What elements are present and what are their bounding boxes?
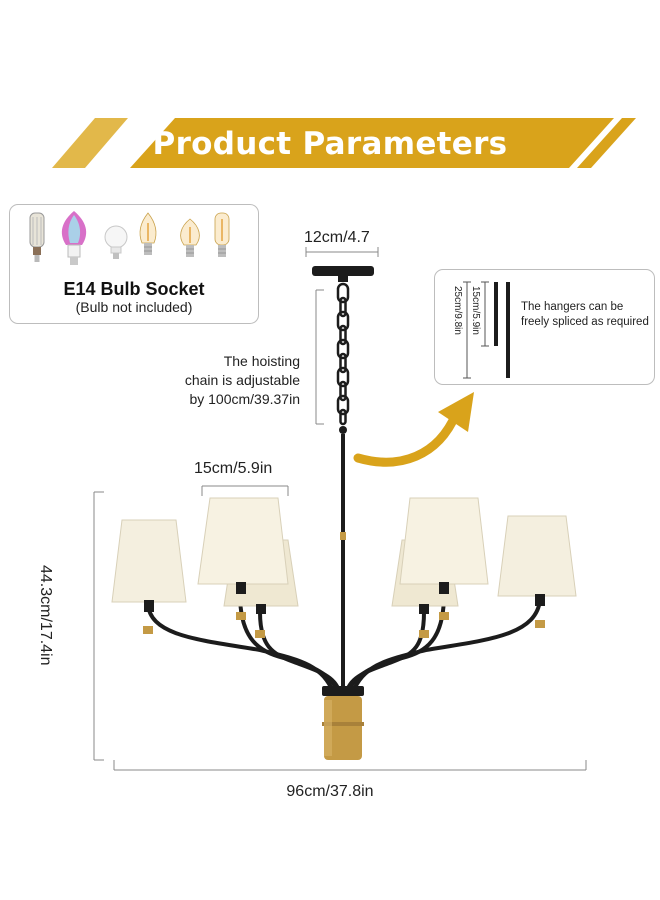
corn-led-bulb-icon xyxy=(29,212,45,262)
filament-candle-bulb-icon xyxy=(139,212,157,255)
long-hanger-rod xyxy=(506,282,510,378)
chain-adjustable-note: The hoisting chain is adjustable by 100c… xyxy=(150,352,300,409)
canopy-width-label: 12cm/4.7 xyxy=(304,229,370,246)
banner-title: Product Parameters xyxy=(152,126,508,162)
short-hanger-rod xyxy=(494,282,498,346)
chain-note-line-2: chain is adjustable xyxy=(184,372,300,388)
shade-width-dimension xyxy=(201,485,289,496)
front-lamp-shades xyxy=(111,497,577,603)
hanger-splice-note: The hangers can be freely spliced as req… xyxy=(521,301,649,328)
tubular-filament-bulb-icon xyxy=(214,212,230,257)
bulb-not-included-note: (Bulb not included) xyxy=(75,299,193,315)
width-label: 96cm/37.8in xyxy=(286,783,374,800)
bulb-icons xyxy=(29,211,230,265)
chain-note-line-3: by 100cm/39.37in xyxy=(189,391,300,407)
globe-bulb-icon xyxy=(104,225,128,259)
height-dimension xyxy=(93,491,104,761)
ceiling-canopy xyxy=(312,266,374,282)
shade-width-label: 15cm/5.9in xyxy=(194,460,273,477)
canopy-width-dimension xyxy=(305,247,379,257)
bulb-socket-panel: E14 Bulb Socket (Bulb not included) xyxy=(9,204,259,324)
arm-brass-collars xyxy=(143,612,545,638)
lamp-sockets xyxy=(144,582,545,612)
curved-arrow-icon xyxy=(353,392,474,467)
banner-right-stripe xyxy=(577,118,636,168)
down-rod-brass-ring xyxy=(340,532,346,540)
chain-note-line-1: The hoisting xyxy=(223,353,300,369)
chain-length-dimension xyxy=(315,289,324,425)
rgb-candle-bulb-icon xyxy=(61,211,87,265)
hoisting-chain xyxy=(336,282,350,426)
filament-torpedo-bulb-icon xyxy=(180,218,200,257)
bulb-socket-title: E14 Bulb Socket xyxy=(63,279,205,299)
central-brass-body xyxy=(322,686,364,760)
hanger-rods-diagram xyxy=(463,281,510,379)
width-dimension xyxy=(113,760,587,771)
banner-band xyxy=(130,118,614,168)
down-rod xyxy=(341,434,345,694)
banner-left-stripe xyxy=(52,118,128,168)
product-parameters-banner xyxy=(52,118,636,168)
height-label: 44.3cm/17.4in xyxy=(37,565,54,666)
hanger-info-panel: 25cm/9.8in 15cm/5.9in The hangers can be… xyxy=(434,269,655,385)
